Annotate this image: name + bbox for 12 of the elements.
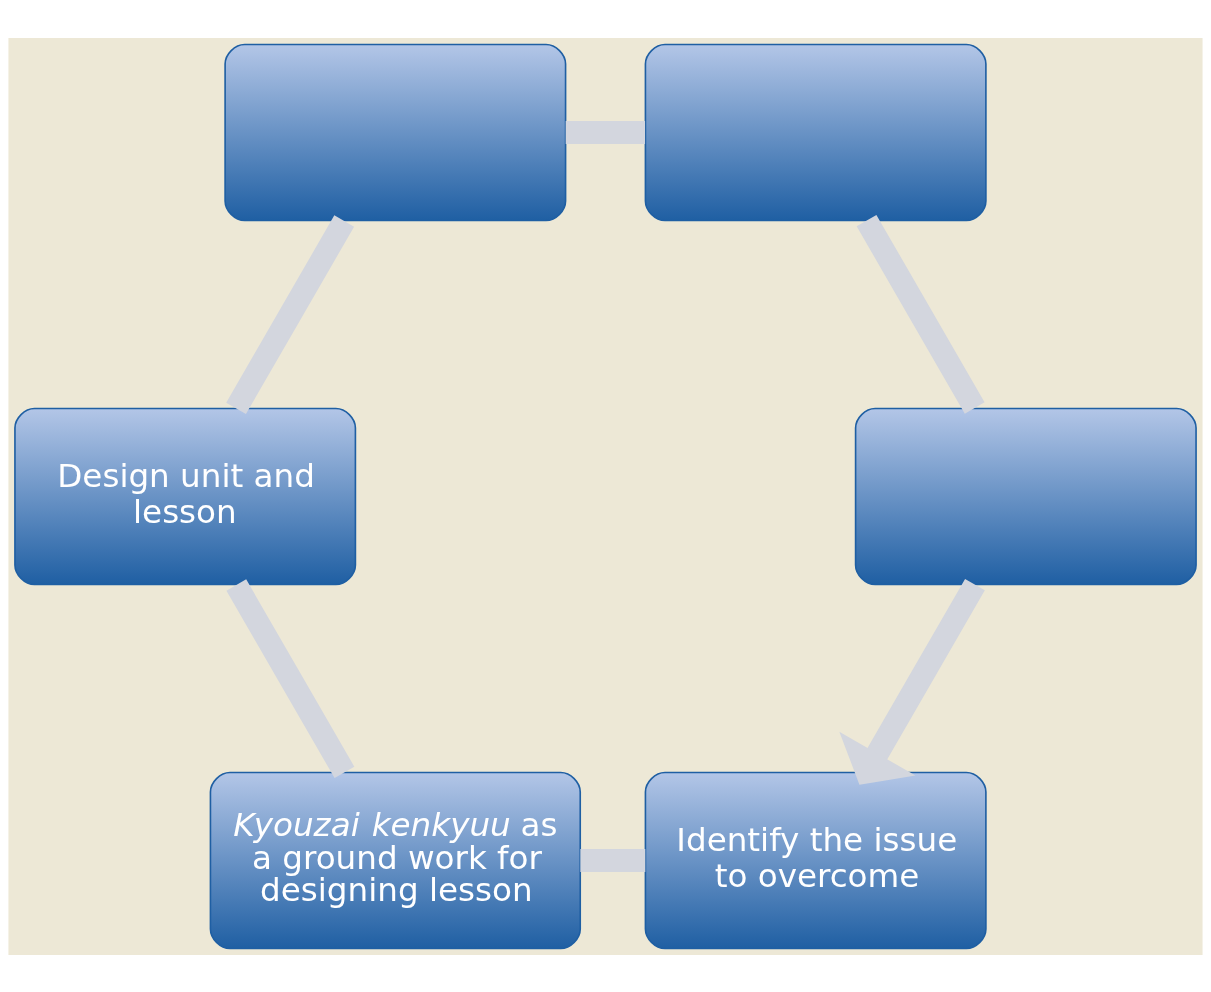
connector <box>580 848 646 872</box>
connector <box>856 214 985 414</box>
node-box: Design unit and lesson <box>14 407 357 585</box>
node-box <box>854 407 1197 585</box>
node-box: Kyouzai kenkyuu as a ground work for designing lesson <box>209 771 582 949</box>
node-box <box>644 43 987 221</box>
connector <box>226 214 355 414</box>
arrow <box>839 578 985 785</box>
node-box: Identify the issue to overcome <box>644 771 987 949</box>
connector <box>565 120 646 144</box>
connector <box>226 578 355 778</box>
node-box <box>224 43 567 221</box>
